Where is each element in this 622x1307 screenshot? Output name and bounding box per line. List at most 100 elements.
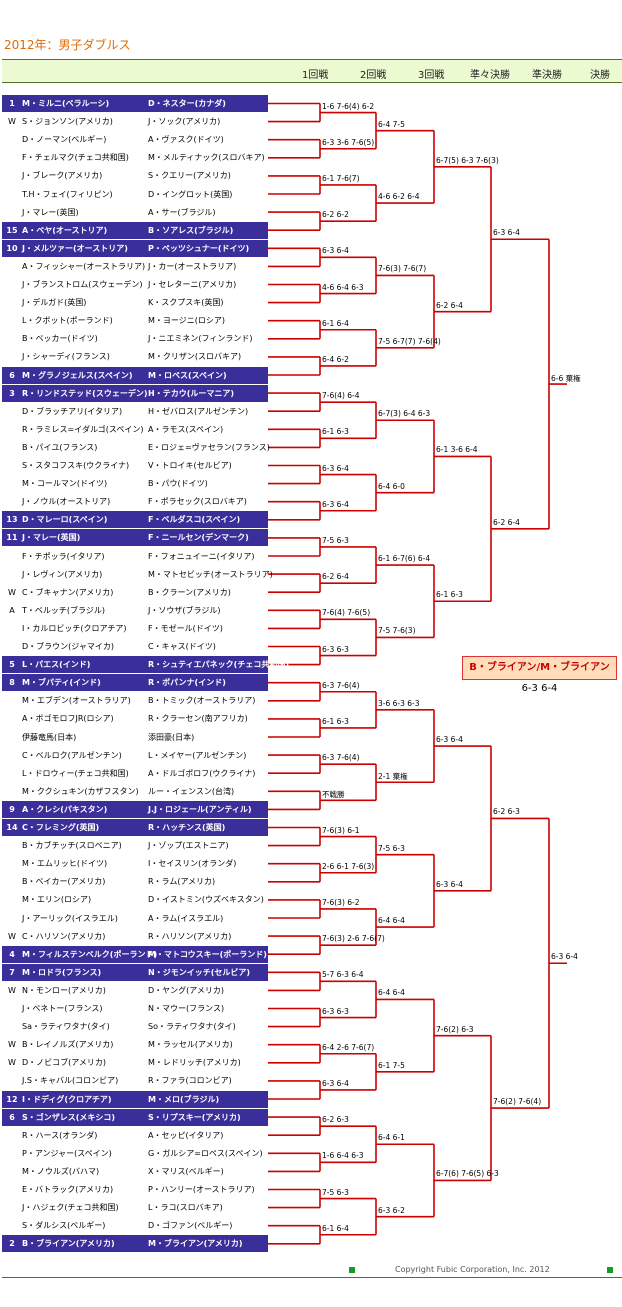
player-1: D・ノビコブ(アメリカ) (22, 1058, 107, 1068)
player-1: J・シャーディ(フランス) (22, 352, 110, 362)
seed-mark: 9 (9, 804, 15, 814)
match-score: 7-5 6-3 (322, 535, 349, 545)
draw-entry: M・エムリッヒ(ドイツ)I・セイスリン(オランダ) (2, 855, 268, 872)
draw-entry: 伊藤竜馬(日本)添田豪(日本) (2, 729, 268, 746)
player-1: A・クレシ(パキスタン) (22, 804, 108, 814)
match-score: 6-6 棄権 (551, 374, 581, 384)
seed-mark: 4 (9, 949, 15, 959)
draw-entry: L・クボット(ポーランド)M・ヨージニ(ロシア) (2, 312, 268, 329)
match-score: 6-1 6-3 (322, 716, 349, 726)
player-2: A・ラム(イスラエル) (148, 913, 224, 923)
draw-entry: J・レヴィン(アメリカ)M・マトセビッチ(オーストラリア) (2, 566, 273, 583)
player-1: M・コールマン(ドイツ) (22, 479, 108, 489)
match-score: 6-4 2-6 7-6(7) (322, 1042, 375, 1052)
match-score: 6-3 6-2 (378, 1205, 405, 1215)
draw-entry: J・ノウル(オーストリア)F・ポラセック(スロバキア) (2, 493, 268, 510)
match-score: 6-2 6-4 (436, 300, 463, 310)
player-1: I・カルロビッチ(クロアチア) (22, 623, 127, 633)
player-1: M・ロドラ(フランス) (22, 967, 102, 977)
player-1: D・ノーマン(ベルギー) (22, 135, 107, 145)
match-score: 6-2 6-4 (493, 517, 520, 527)
draw-entry: B・ベイカー(アメリカ)R・ラム(アメリカ) (2, 873, 268, 890)
draw-entry: M・ククシュキン(カザフスタン)ルー・イェンスン(台湾) (2, 783, 268, 800)
player-1: D・ブラッチアリ(イタリア) (22, 406, 123, 416)
match-score: 1-6 6-4 6-3 (322, 1151, 364, 1161)
draw-entry: S・スタコフスキ(ウクライナ)V・トロイキ(セルビア) (2, 457, 268, 474)
player-1: C・ハリソン(アメリカ) (22, 931, 106, 941)
match-score: 6-4 6-4 (378, 988, 405, 998)
player-1: M・エリン(ロシア) (22, 895, 92, 905)
draw-entry: Sa・ラティワタナ(タイ)So・ラティワタナ(タイ) (2, 1018, 268, 1035)
player-2: V・トロイキ(セルビア) (148, 461, 232, 470)
player-2: A・ドルゴポロフ(ウクライナ) (148, 768, 256, 778)
page-title: 2012年：男子ダブルス (4, 38, 131, 52)
draw-entry: C・ベルロク(アルゼンチン)L・メイヤー(アルゼンチン) (2, 747, 268, 764)
match-score: 6-1 6-3 (436, 590, 463, 600)
match-score: 7-6(3) 6-1 (322, 825, 360, 835)
draw-entry: B・パイユ(フランス)E・ロジェ=ヴァセラン(フランス) (2, 439, 270, 456)
player-2: M・レドリッチ(アメリカ) (148, 1058, 241, 1068)
player-2: B・ソアレス(ブラジル) (148, 225, 234, 235)
match-score: 7-6(4) 6-4 (322, 391, 360, 401)
draw-entry: J・アーリック(イスラエル)A・ラム(イスラエル) (2, 910, 268, 927)
draw-entry: D・ブラウン(ジャマイカ)C・キャス(ドイツ) (2, 638, 268, 655)
match-score: 7-5 7-6(3) (378, 626, 416, 636)
footer-divider (2, 1277, 622, 1278)
match-score: 6-4 6-2 (322, 354, 349, 364)
player-1: C・ブキャナン(アメリカ) (22, 587, 114, 597)
match-score: 6-7(6) 7-6(5) 6-3 (436, 1169, 499, 1179)
match-score: 6-1 6-4 (322, 318, 349, 328)
match-score: 3-6 6-3 6-3 (378, 698, 420, 708)
draw-entry: J・ブレーク(アメリカ)S・クエリー(アメリカ) (2, 167, 268, 184)
player-2: G・ガルシア=ロペス(スペイン) (148, 1148, 263, 1158)
player-2: L・メイヤー(アルゼンチン) (148, 750, 247, 760)
player-1: S・ゴンザレス(メキシコ) (22, 1112, 116, 1122)
player-2: R・ハッチンス(英国) (148, 823, 226, 832)
player-2: D・イストミン(ウズベキスタン) (148, 895, 264, 905)
player-2: A・サー(ブラジル) (148, 207, 216, 217)
seed-mark: 5 (9, 660, 15, 670)
draw-entry: P・アンジャー(スペイン)G・ガルシア=ロペス(スペイン) (2, 1145, 268, 1162)
player-1: F・チェルマク(チェコ共和国) (22, 153, 129, 163)
match-score: 2-6 6-1 7-6(3) (322, 861, 375, 871)
player-2: C・キャス(ドイツ) (148, 642, 216, 651)
player-2: A・ラモス(スペイン) (148, 424, 224, 434)
player-2: R・ハリソン(アメリカ) (148, 931, 232, 941)
player-2: J・ゾップ(エストニア) (148, 841, 229, 851)
final-score: 6-3 6-4 (521, 683, 558, 694)
seed-mark: W (8, 587, 16, 597)
player-1: 伊藤竜馬(日本) (22, 732, 77, 742)
seed-mark: 6 (9, 370, 15, 380)
seed-mark: 3 (9, 388, 15, 398)
seed-mark: 8 (9, 678, 15, 688)
player-1: M・ククシュキン(カザフスタン) (22, 786, 139, 796)
player-1: B・ベイカー(アメリカ) (22, 877, 106, 887)
player-1: S・ジョンソン(アメリカ) (22, 117, 113, 127)
draw-entry: R・ラミレス=イダルゴ(スペイン)A・ラモス(スペイン) (2, 421, 268, 438)
match-score: 6-3 6-4 (551, 952, 578, 962)
draw-entry: J.S・キャバル(コロンビア)R・ファラ(コロンビア) (2, 1072, 268, 1089)
seed-mark: W (8, 117, 16, 127)
player-1: B・ベッカー(ドイツ) (22, 334, 98, 344)
player-2: X・マリス(ベルギー) (148, 1166, 224, 1176)
player-2: R・ファラ(コロンビア) (148, 1076, 232, 1086)
player-2: B・トミック(オーストラリア) (148, 696, 256, 706)
draw-entry: J・シャーディ(フランス)M・クリザン(スロバキア) (2, 348, 268, 365)
draw-entry: R・ハース(オランダ)A・セッピ(イタリア) (2, 1127, 268, 1144)
player-1: J・ブレーク(アメリカ) (22, 171, 103, 181)
match-score: 6-7(5) 6-3 7-6(3) (436, 155, 499, 165)
player-1: A・ボゴモロフJR(ロシア) (22, 714, 114, 724)
player-2: J.J・ロジェール(アンティル) (148, 804, 252, 814)
player-2: E・ロジェ=ヴァセラン(フランス) (148, 442, 270, 452)
player-2: K・スクプスキ(英国) (148, 298, 224, 308)
match-score: 7-5 6-3 (322, 1187, 349, 1197)
player-1: J・メルツァー(オーストリア) (22, 243, 128, 253)
